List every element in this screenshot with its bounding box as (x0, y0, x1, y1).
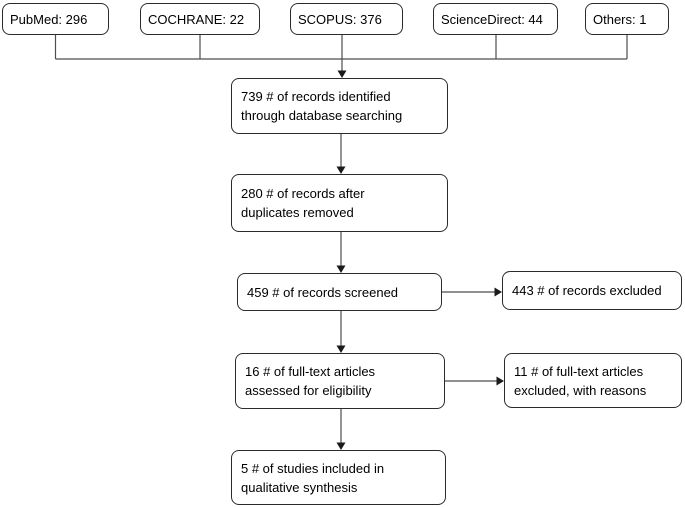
source-box-sciencedirect: ScienceDirect: 44 (433, 3, 558, 35)
node-text-line: duplicates removed (241, 205, 354, 220)
node-text-line: 739 # of records identified (241, 89, 391, 104)
node-text-line: qualitative synthesis (241, 479, 358, 495)
source-box-pubmed: PubMed: 296 (2, 3, 109, 35)
node-text-line: assessed for eligibility (245, 383, 372, 398)
source-box-others: Others: 1 (585, 3, 669, 35)
source-box-cochrane: COCHRANE: 22 (140, 3, 260, 35)
arrow-down-duplicates (336, 134, 346, 174)
arrow-right-records-excluded (442, 287, 502, 297)
source-label-others: Others: 1 (593, 11, 647, 27)
node-text-line: excluded, with reasons (514, 382, 647, 398)
node-text-line: 16 # of full-text articles (245, 364, 376, 379)
node-fulltext-assessed: 16 # of full-text articles assessed for … (235, 353, 445, 409)
node-duplicates-removed: 280 # of records after duplicates remove… (231, 174, 448, 232)
node-records-excluded: 443 # of records excluded (502, 271, 682, 310)
node-records-screened: 459 # of records screened (237, 273, 442, 311)
node-text-line: 11 # of full-text articles (514, 363, 644, 379)
node-text-line: through database searching (241, 108, 403, 123)
node-text-line: 459 # of records screened (247, 284, 399, 300)
arrow-right-fulltext-excluded (445, 376, 504, 386)
arrow-down-included (336, 409, 346, 450)
node-studies-included: 5 # of studies included in qualitative s… (231, 450, 446, 505)
arrow-down-identified (337, 35, 347, 78)
source-label-sciencedirect: ScienceDirect: 44 (441, 11, 543, 27)
arrow-down-fulltext (336, 311, 346, 353)
node-text-line: 443 # of records excluded (512, 283, 662, 298)
source-box-scopus: SCOPUS: 376 (290, 3, 403, 35)
source-label-pubmed: PubMed: 296 (10, 11, 88, 27)
source-bus-lines (54, 35, 628, 60)
source-label-cochrane: COCHRANE: 22 (148, 11, 245, 27)
node-text-line: 280 # of records after (241, 186, 365, 201)
source-label-scopus: SCOPUS: 376 (298, 11, 382, 27)
arrow-down-screened (336, 232, 346, 273)
node-text-line: 5 # of studies included in (241, 460, 385, 476)
node-records-identified: 739 # of records identified through data… (231, 78, 448, 134)
node-fulltext-excluded: 11 # of full-text articles excluded, wit… (504, 353, 682, 408)
